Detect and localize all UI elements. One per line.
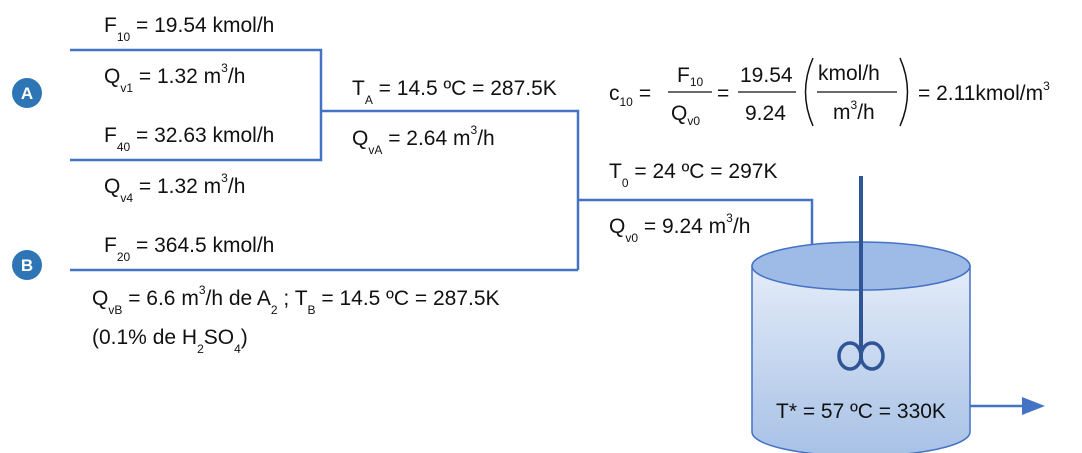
outlet-arrow-icon	[1022, 397, 1045, 415]
reactor-temperature-label: T* = 57 ºC = 330K	[776, 400, 946, 423]
eq-right-paren	[899, 57, 909, 127]
qvb-label: QvB = 6.6 m3/h de A2 ; TB = 14.5 ºC = 28…	[92, 283, 500, 317]
t0-label: T0 = 24 ºC = 297K	[609, 160, 777, 190]
eq-unit-num: kmol/h	[818, 62, 880, 85]
qva-label: QvA = 2.64 m3/h	[352, 123, 495, 157]
badge-a-circle	[12, 78, 42, 108]
qv4-label: Qv4 = 1.32 m3/h	[104, 171, 245, 205]
f20-label: F20 = 364.5 kmol/h	[104, 234, 274, 264]
concentration-equation: c10= F10 Qv0 = 19.54 9.24 kmol/h m3/h = …	[609, 57, 1050, 128]
eq-unit-den: m3/h	[833, 98, 875, 124]
impeller-right-blade	[859, 341, 885, 371]
eq-lhs: c10=	[609, 82, 651, 109]
eq-q-denominator: Qv0	[671, 102, 700, 128]
eq-left-paren	[804, 57, 814, 127]
eq-equals-2: =	[717, 82, 729, 105]
ta-label: TA = 14.5 ºC = 287.5K	[352, 77, 557, 107]
qv0-label: Qv0 = 9.24 m3/h	[609, 211, 750, 245]
eq-num-val: 19.54	[740, 64, 793, 87]
f10-label: F10 = 19.54 kmol/h	[104, 14, 274, 44]
qv1-label: Qv1 = 1.32 m3/h	[104, 61, 245, 95]
acid-note-label: (0.1% de H2SO4)	[92, 326, 248, 356]
eq-den-val: 9.24	[745, 102, 786, 125]
stream-a-line	[321, 109, 580, 270]
badge-a: A	[12, 78, 42, 108]
badge-a-letter: A	[21, 84, 33, 103]
stream-1-line	[70, 48, 323, 162]
badge-b-letter: B	[21, 256, 33, 275]
eq-result: = 2.11kmol/m3	[918, 79, 1050, 105]
badge-b: B	[12, 250, 42, 280]
eq-f-numerator: F10	[677, 64, 704, 89]
badge-b-circle	[12, 250, 42, 280]
f40-label: F40 = 32.63 kmol/h	[104, 124, 274, 154]
tank: T* = 57 ºC = 330K	[751, 176, 971, 453]
